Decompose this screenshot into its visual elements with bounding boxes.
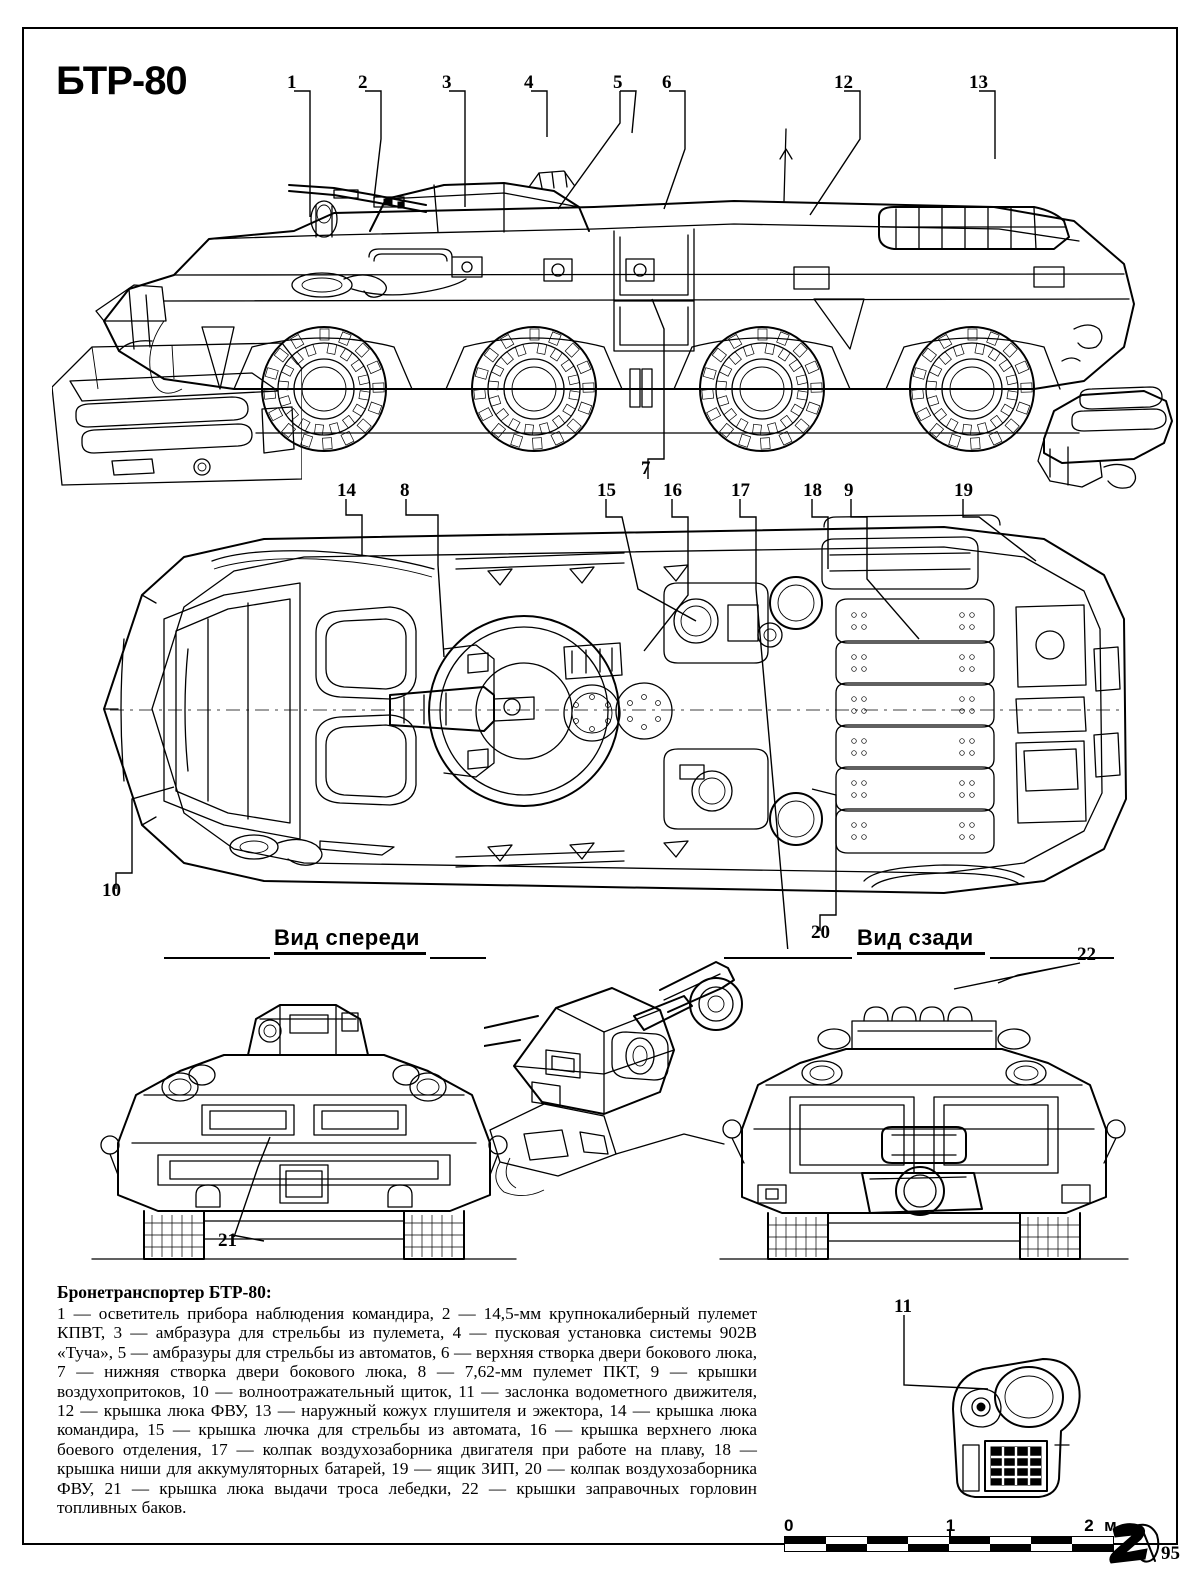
scale-seg <box>867 1537 908 1551</box>
scale-seg <box>1072 1537 1113 1551</box>
callout-9: 9 <box>844 480 854 501</box>
scale-seg <box>949 1537 990 1551</box>
waterjet-detail <box>939 1349 1099 1509</box>
caption-heading: Бронетранспортер БТР-80: <box>57 1282 272 1302</box>
scale-midtick <box>949 1529 951 1537</box>
scale-seg <box>826 1537 867 1551</box>
callout-6: 6 <box>662 72 672 93</box>
callout-4: 4 <box>524 72 534 93</box>
callout-11: 11 <box>894 1296 912 1317</box>
scale-label-2: 2 <box>1084 1516 1094 1535</box>
callout-16: 16 <box>663 480 682 501</box>
callout-8: 8 <box>400 480 410 501</box>
callout-21: 21 <box>218 1230 237 1251</box>
callout-14: 14 <box>337 480 356 501</box>
monogram-year: 95 <box>1161 1543 1180 1564</box>
callout-18: 18 <box>803 480 822 501</box>
scale-seg <box>908 1537 949 1551</box>
figure-caption: Бронетранспортер БТР-80: 1 — осветитель … <box>57 1282 757 1517</box>
front-view-title-wrap: Вид спереди <box>274 925 426 955</box>
front-view-title: Вид спереди <box>274 925 420 950</box>
callout-7: 7 <box>641 458 651 479</box>
scale-seg <box>990 1537 1031 1551</box>
scale-seg <box>1031 1537 1072 1551</box>
plan-view <box>64 499 1144 919</box>
scale-label-0: 0 <box>784 1516 794 1535</box>
scale-bar-track <box>784 1529 1114 1552</box>
callout-5: 5 <box>613 72 623 93</box>
callout-12: 12 <box>834 72 853 93</box>
rear-view-title-wrap: Вид сзади <box>857 925 985 955</box>
turret-detail <box>484 954 774 1204</box>
rear-title-underline <box>857 952 985 955</box>
front-title-underline <box>274 952 426 955</box>
scale-seg <box>785 1537 826 1551</box>
scale-bar: 0 1 2 м <box>784 1516 1117 1552</box>
rear-title-rule-left <box>724 957 852 959</box>
callout-2: 2 <box>358 72 368 93</box>
callout-1: 1 <box>287 72 297 93</box>
callout-22: 22 <box>1077 944 1096 965</box>
caption-body: 1 — осветитель прибора наблюдения команд… <box>57 1304 757 1518</box>
side-view <box>34 89 1154 469</box>
rear-view <box>714 959 1134 1279</box>
rear-title-rule-right <box>990 957 1114 959</box>
front-view <box>84 959 524 1279</box>
exhaust-detail <box>1024 377 1174 497</box>
callout-3: 3 <box>442 72 452 93</box>
scale-label-1: 1 <box>945 1516 956 1535</box>
callout-10: 10 <box>102 880 121 901</box>
drawing-page: БТР-80 <box>22 27 1180 1564</box>
engine-deck-detail <box>52 329 302 489</box>
callout-20: 20 <box>811 922 830 943</box>
callout-15: 15 <box>597 480 616 501</box>
callout-17: 17 <box>731 480 750 501</box>
rear-view-title: Вид сзади <box>857 925 974 950</box>
callout-13: 13 <box>969 72 988 93</box>
page-title: БТР-80 <box>56 59 188 103</box>
artist-monogram: 95 <box>1109 1519 1199 1569</box>
front-title-rule-left <box>164 957 270 959</box>
callout-19: 19 <box>954 480 973 501</box>
front-title-rule-right <box>430 957 486 959</box>
